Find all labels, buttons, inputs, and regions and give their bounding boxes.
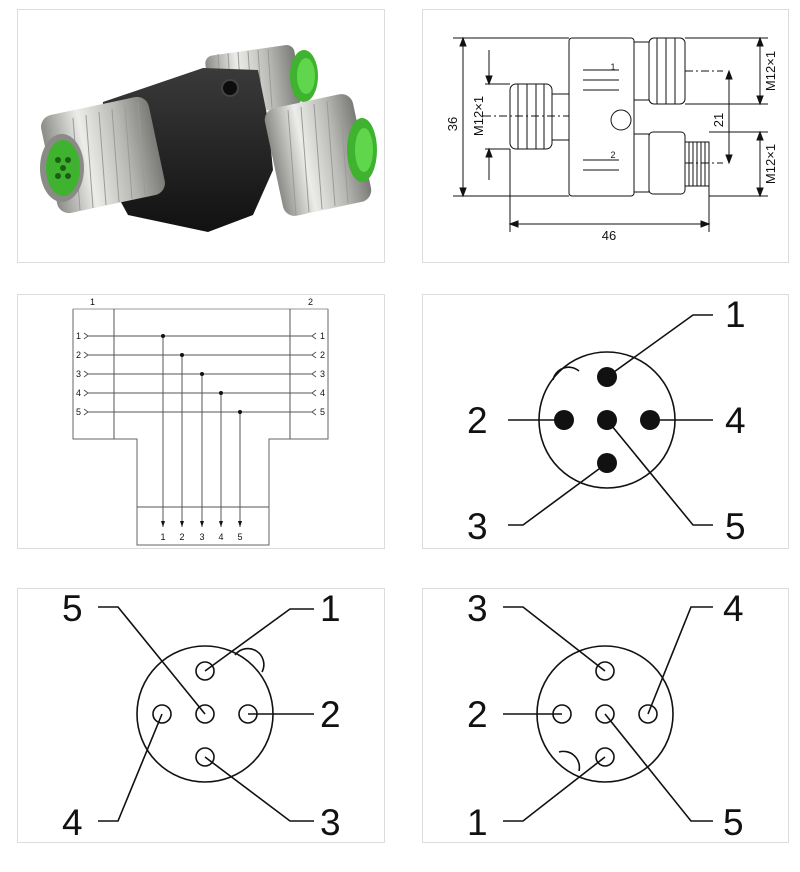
right-pin-4: 4 — [320, 388, 325, 398]
wiring-diagram-panel: 1 2 1 2 3 4 5 1 2 3 4 5 1 2 3 4 5 — [17, 294, 385, 549]
wiring-port-1: 1 — [90, 297, 95, 307]
pin-c-label-2: 2 — [467, 694, 488, 735]
pin-c-label-1: 1 — [467, 802, 488, 843]
left-pin-5: 5 — [76, 407, 81, 417]
pinout-female-left: 1 2 3 4 5 — [62, 589, 341, 843]
dim-height-label: 36 — [445, 117, 460, 131]
right-pin-2: 2 — [320, 350, 325, 360]
horizontal-wires — [88, 335, 312, 413]
pin-a-label-5: 5 — [725, 506, 746, 547]
left-pin-4: 4 — [76, 388, 81, 398]
pin-b-label-4: 4 — [62, 802, 83, 843]
coding-key — [558, 750, 581, 772]
pins — [552, 661, 658, 767]
pin-c-label-3: 3 — [467, 589, 488, 629]
dim-thread-top-label: M12×1 — [763, 51, 778, 91]
bottom-pin-3: 3 — [199, 532, 204, 542]
pin-a-label-4: 4 — [725, 400, 746, 441]
adapter-body-outline — [568, 37, 635, 197]
right-female-connector — [264, 94, 377, 216]
dimension-drawing: 36 M12×1 M12×1 21 M12×1 46 1 2 — [445, 36, 778, 243]
dim-thread-left-label: M12×1 — [471, 96, 486, 136]
pinout-male-panel: 1 2 3 4 5 — [422, 294, 789, 549]
dim-spacing-label: 21 — [711, 113, 726, 127]
pin-a-label-3: 3 — [467, 506, 488, 547]
pinout-female-right: 1 2 3 4 5 — [467, 589, 744, 843]
product-photo-panel — [17, 9, 385, 263]
left-pin-2: 2 — [76, 350, 81, 360]
pinout-female-right-panel: 1 2 3 4 5 — [422, 588, 789, 843]
terminal-arrows — [83, 332, 317, 416]
left-female-connector — [40, 96, 165, 214]
junction-dots — [161, 334, 242, 527]
pin-c-label-5: 5 — [723, 802, 744, 843]
port-1-label: 1 — [610, 62, 615, 72]
pinout-male: 1 2 3 4 5 — [467, 295, 746, 547]
bottom-right-connector-outline — [633, 131, 710, 195]
left-pin-1: 1 — [76, 331, 81, 341]
y-adapter-illustration — [40, 45, 377, 232]
dimension-drawing-panel: 36 M12×1 M12×1 21 M12×1 46 1 2 — [422, 9, 789, 263]
wiring-diagram: 1 2 1 2 3 4 5 1 2 3 4 5 1 2 3 4 5 — [72, 297, 329, 546]
pins — [152, 661, 258, 767]
pin-b-label-1: 1 — [320, 589, 341, 629]
bottom-pin-1: 1 — [160, 532, 165, 542]
wiring-port-2: 2 — [308, 297, 313, 307]
pin-c-label-4: 4 — [723, 589, 744, 629]
port-2-label: 2 — [610, 150, 615, 160]
pin-a-label-2: 2 — [467, 400, 488, 441]
pin-b-label-3: 3 — [320, 802, 341, 843]
vertical-wires — [162, 336, 241, 527]
pin-a-label-1: 1 — [725, 295, 746, 335]
dim-thread-bottom-label: M12×1 — [763, 144, 778, 184]
bottom-pin-4: 4 — [218, 532, 223, 542]
bottom-pin-2: 2 — [179, 532, 184, 542]
coding-key — [234, 647, 265, 673]
pinout-female-left-panel: 1 2 3 4 5 — [17, 588, 385, 843]
right-pin-5: 5 — [320, 407, 325, 417]
pin-b-label-5: 5 — [62, 589, 83, 629]
left-pin-3: 3 — [76, 369, 81, 379]
dim-width-label: 46 — [602, 228, 616, 243]
mounting-hole — [610, 109, 632, 131]
top-right-connector-outline — [633, 37, 686, 105]
coding-key — [552, 366, 580, 381]
right-pin-3: 3 — [320, 369, 325, 379]
pin-b-label-2: 2 — [320, 694, 341, 735]
right-pin-1: 1 — [320, 331, 325, 341]
bottom-pin-5: 5 — [237, 532, 242, 542]
